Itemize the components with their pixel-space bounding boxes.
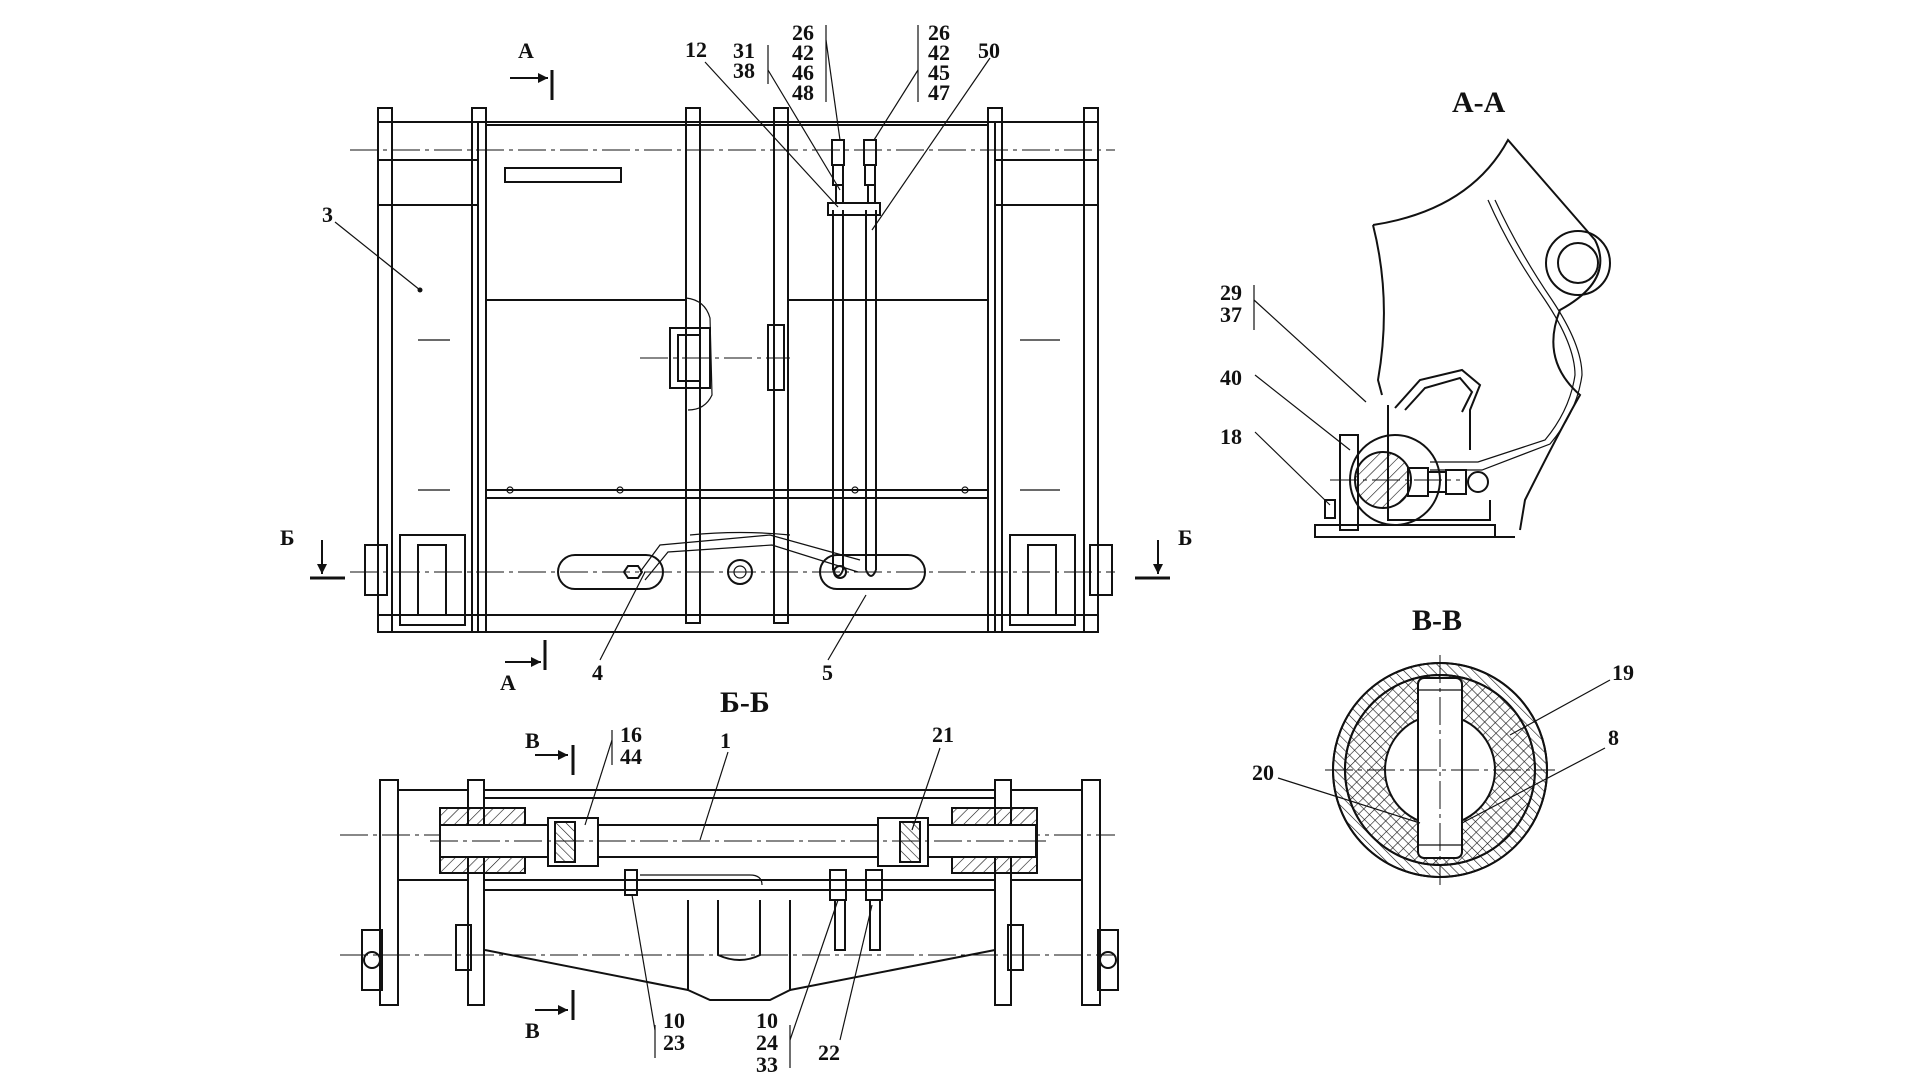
callout-26: 26	[792, 20, 814, 45]
cut-mark-a-bottom: А	[500, 640, 547, 695]
front-callouts: 3 4 5 12 31 38 26 42 46 48 26 42 45 47 5…	[322, 20, 1000, 685]
callout-20: 20	[1252, 760, 1274, 785]
cut-label: Б	[280, 525, 295, 550]
cut-mark-v-top: В	[525, 728, 575, 775]
vv-callouts: 19 8 20	[1252, 660, 1634, 824]
callout-18: 18	[1220, 424, 1242, 449]
callout-42: 42	[792, 40, 814, 65]
cut-label: А	[518, 38, 534, 63]
callout-38: 38	[733, 58, 755, 83]
callout-5: 5	[822, 660, 833, 685]
section-aa: А-А	[1314, 86, 1611, 538]
cut-label: Б	[1178, 525, 1193, 550]
cut-label: А	[500, 670, 516, 695]
callout-26: 26	[928, 20, 950, 45]
callout-50: 50	[978, 38, 1000, 63]
callout-42: 42	[928, 40, 950, 65]
callout-31: 31	[733, 38, 755, 63]
callout-3: 3	[322, 202, 333, 227]
section-vv: В-В	[1325, 604, 1555, 885]
callout-48: 48	[792, 80, 814, 105]
callout-19: 19	[1612, 660, 1634, 685]
callout-21: 21	[932, 722, 954, 747]
callout-40: 40	[1220, 365, 1242, 390]
callout-4: 4	[592, 660, 603, 685]
cut-label: В	[525, 728, 540, 753]
callout-10: 10	[756, 1008, 778, 1033]
callout-37: 37	[1220, 302, 1242, 327]
callout-33: 33	[756, 1052, 778, 1077]
front-view	[350, 107, 1115, 633]
callout-45: 45	[928, 60, 950, 85]
aa-callouts: 29 37 40 18	[1220, 280, 1367, 506]
callout-16: 16	[620, 722, 642, 747]
callout-24: 24	[756, 1030, 778, 1055]
cut-mark-b-left: Б	[280, 525, 345, 580]
cut-mark-a-top: А	[510, 38, 554, 100]
callout-46: 46	[792, 60, 814, 85]
bb-callouts: 16 44 1 21 10 23 10 24 33 22	[584, 722, 954, 1077]
callout-1: 1	[720, 728, 731, 753]
callout-47: 47	[928, 80, 950, 105]
callout-23: 23	[663, 1030, 685, 1055]
section-bb: Б-Б	[340, 686, 1119, 1006]
callout-12: 12	[685, 37, 707, 62]
callout-10: 10	[663, 1008, 685, 1033]
callout-22: 22	[818, 1040, 840, 1065]
section-title-bb: Б-Б	[720, 686, 770, 719]
section-title-aa: А-А	[1452, 86, 1506, 119]
callout-8: 8	[1608, 725, 1619, 750]
callout-44: 44	[620, 744, 642, 769]
callout-29: 29	[1220, 280, 1242, 305]
section-title-vv: В-В	[1412, 604, 1462, 637]
cut-mark-v-bottom: В	[525, 990, 575, 1043]
cut-mark-b-right: Б	[1135, 525, 1193, 580]
cut-label: В	[525, 1018, 540, 1043]
